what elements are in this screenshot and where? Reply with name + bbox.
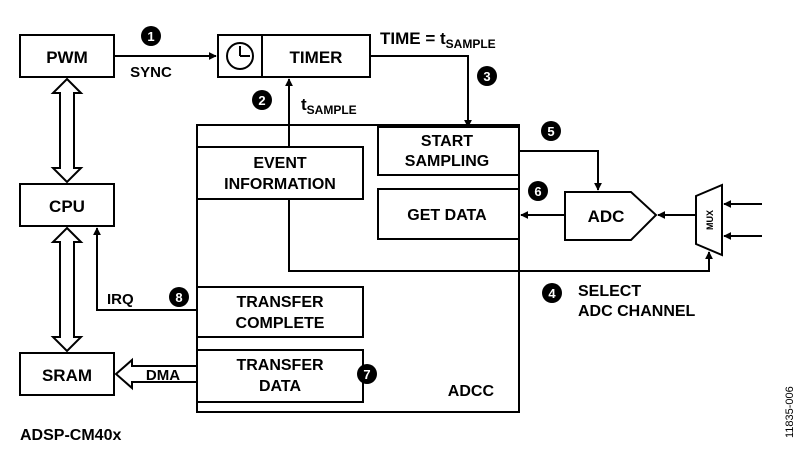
- step-badge-1: 1: [141, 26, 161, 46]
- step-badge-8: 8: [169, 287, 189, 307]
- svg-text:8: 8: [175, 290, 182, 305]
- transfer-data-line1: TRANSFER: [236, 357, 324, 374]
- event-information-line2: INFORMATION: [224, 176, 336, 193]
- step-badge-6: 6: [528, 181, 548, 201]
- transfer-data-block: [196, 349, 364, 403]
- transfer-complete-block: [196, 286, 364, 338]
- figure-id: 11835-006: [784, 386, 796, 438]
- adc-label: ADC: [588, 207, 625, 226]
- event-information-block: [196, 146, 364, 200]
- get-data-block: [377, 188, 520, 240]
- start-sampling-block: [377, 126, 520, 176]
- select-line2: ADC CHANNEL: [578, 303, 696, 320]
- transfer-complete-line2: COMPLETE: [236, 315, 325, 332]
- clock-icon: [226, 42, 254, 70]
- step-badge-4: 4: [542, 283, 562, 303]
- cpu-label: CPU: [49, 197, 85, 216]
- start-sampling-line1: START: [421, 133, 473, 150]
- time-equals-label: TIME = tSAMPLE: [380, 29, 496, 51]
- pwm-cpu-bus-arrow: [50, 77, 84, 184]
- dma-label: DMA: [146, 367, 180, 384]
- irq-label: IRQ: [107, 291, 134, 308]
- svg-text:6: 6: [534, 184, 541, 199]
- sync-label: SYNC: [130, 64, 172, 81]
- get-data-label: GET DATA: [407, 207, 487, 224]
- start-sampling-line2: SAMPLING: [405, 153, 489, 170]
- chip-label: ADSP-CM40x: [20, 427, 121, 444]
- cpu-block: [19, 183, 115, 227]
- adcc-container: [196, 124, 520, 413]
- svg-text:2: 2: [258, 93, 265, 108]
- step-badge-3: 3: [477, 66, 497, 86]
- svg-text:5: 5: [547, 124, 554, 139]
- pwm-block: [19, 34, 115, 78]
- dma-arrow: [114, 357, 198, 391]
- transfer-data-line2: DATA: [259, 378, 302, 395]
- step-badge-5: 5: [541, 121, 561, 141]
- mux-label: MUX: [705, 210, 715, 230]
- svg-text:1: 1: [147, 29, 154, 44]
- adc-block: [564, 191, 658, 241]
- adcc-label: ADCC: [448, 383, 495, 400]
- pwm-label: PWM: [46, 48, 88, 67]
- mux-block: [695, 183, 723, 257]
- event-information-line1: EVENT: [253, 155, 307, 172]
- sram-label: SRAM: [42, 366, 92, 385]
- svg-text:4: 4: [548, 286, 556, 301]
- timer-label: TIMER: [290, 48, 343, 67]
- transfer-complete-line1: TRANSFER: [236, 294, 324, 311]
- sram-block: [19, 352, 115, 396]
- t-sample-label: tSAMPLE: [301, 95, 357, 117]
- svg-text:3: 3: [483, 69, 490, 84]
- cpu-sram-bus-arrow: [50, 226, 84, 353]
- step-badge-2: 2: [252, 90, 272, 110]
- svg-text:7: 7: [363, 367, 370, 382]
- step-badge-7: 7: [357, 364, 377, 384]
- select-line1: SELECT: [578, 283, 641, 300]
